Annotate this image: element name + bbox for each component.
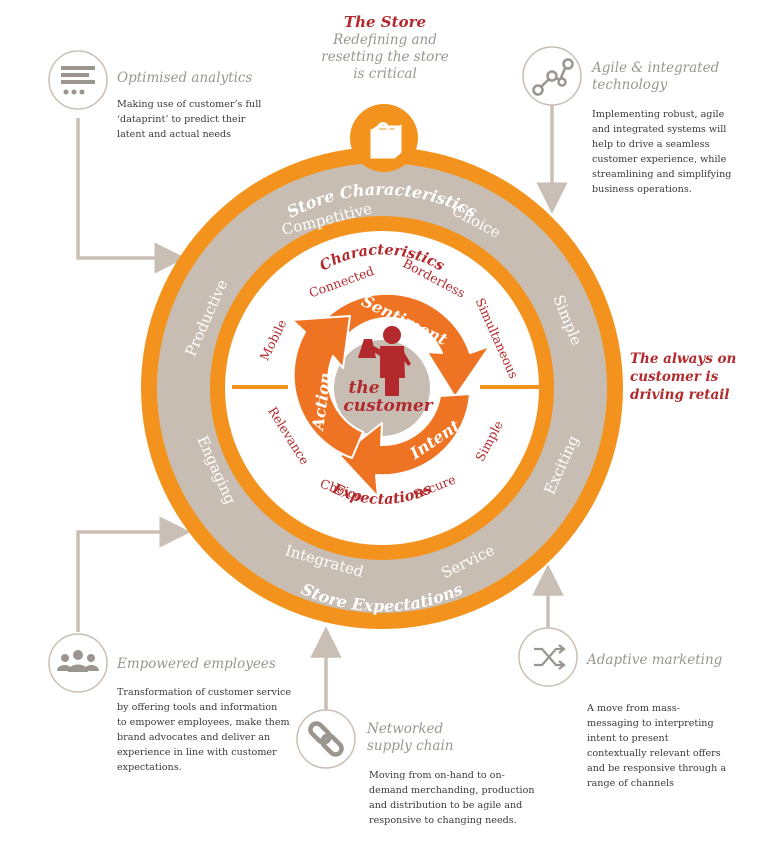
analytics-title: Optimised analytics [117,70,253,86]
cycle-arrows [291,292,491,498]
sentiment-arrow [314,292,491,398]
agile-description: Implementing robust, agile and integrate… [592,109,732,195]
analytics-description: Making use of customer’s full ‘dataprint… [117,99,262,140]
employees-description: Transformation of customer service by of… [117,687,292,773]
marketing-title: Adaptive marketing [587,652,723,668]
always-on-block: The always on customer is driving retail [630,350,770,404]
always-on-line-1: The always on [630,351,737,367]
agile-title: Agile & integrated technology [592,60,720,93]
chain-link-icon [308,721,344,757]
store-subtitle-3: is critical [353,66,417,82]
connector-analytics [76,118,186,274]
shuffle-arrows-icon [534,644,566,670]
customer-label: customer [343,396,433,416]
employees-circle [48,633,108,693]
supply-title: Networked supply chain [367,721,454,754]
always-on-line-3: driving retail [630,387,730,403]
store-heading-block: The Store Redefining and resetting the s… [295,12,475,83]
employees-title: Empowered employees [117,656,276,672]
the-label: the [348,378,379,398]
connector-employees [76,516,191,632]
action-arrow [291,315,364,459]
analytics-list-icon [61,66,95,95]
supply-circle [296,709,356,769]
marketing-description: A move from mass- messaging to interpret… [587,703,727,789]
always-on-line-2: customer is [630,369,719,385]
connector-lines [76,105,568,712]
supply-description: Moving from on-hand to on- demand mercha… [369,770,535,826]
store-subtitle-2: resetting the store [321,49,449,65]
connected-nodes-icon [532,58,574,96]
intent-arrow [339,393,471,498]
shopping-bag-icon [370,122,402,159]
center-grey-disk [334,340,430,436]
customer-figure-icon [358,326,411,396]
store-title: The Store [343,13,427,31]
people-group-icon [57,650,99,672]
store-subtitle-1: Redefining and [333,32,437,48]
